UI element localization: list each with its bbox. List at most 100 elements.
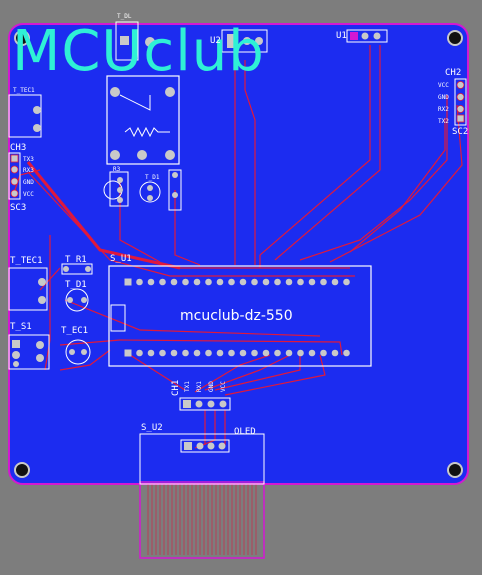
- d1-small: [139, 181, 161, 203]
- tec1-top-label: T_TEC1: [13, 87, 35, 94]
- mcu-pin-pad: [182, 278, 189, 286]
- mcu-pin-pad: [182, 349, 189, 357]
- ch3-pin-4: VCC: [23, 191, 34, 198]
- tec1-top-outline: [8, 94, 42, 138]
- ch2-header: [454, 78, 467, 126]
- ch1-pin-1: TX1: [184, 381, 191, 392]
- tr1-pads: [63, 266, 91, 272]
- board-title: mcuclub-dz-550: [180, 308, 293, 324]
- ts1-outline: [8, 334, 50, 370]
- mcu-pin-pad: [308, 278, 316, 286]
- td1-label: T_D1: [65, 280, 87, 290]
- mcu-pin-pad: [228, 278, 235, 286]
- u2-label: U2: [210, 36, 221, 46]
- su1-module: [108, 265, 372, 367]
- u1-label: U1: [336, 31, 347, 41]
- ch2-bottom-label: SC2: [452, 127, 469, 137]
- r3-pads: [117, 177, 123, 203]
- u1-pads: [350, 32, 381, 40]
- su1-small-chip: [110, 304, 126, 332]
- su1-label: S_U1: [110, 254, 132, 264]
- tec1b-label: T_EC1: [61, 326, 89, 336]
- mcu-pin-pad: [124, 278, 132, 286]
- tdl-pads: [120, 36, 155, 47]
- u2-connector: [221, 29, 268, 53]
- oled-label: OLED: [234, 427, 256, 437]
- mcu-pin-pad: [251, 278, 258, 286]
- pcb-board: [8, 23, 469, 485]
- mounting-holes: [14, 30, 463, 478]
- td1-pads: [67, 297, 87, 303]
- brand-logo: MCUclub: [12, 19, 265, 84]
- ts1-label: T_S1: [10, 322, 32, 332]
- oled-ribbon-lines: [147, 484, 257, 555]
- q-pads: [172, 172, 178, 198]
- mcu-pin-pad: [297, 349, 304, 357]
- mcu-pin-pad: [297, 278, 304, 286]
- u1-header: [346, 29, 388, 43]
- mcu-pin-pad: [147, 278, 155, 286]
- tec1-pads: [38, 278, 46, 304]
- mcu-pin-pad: [239, 349, 247, 357]
- ch1-pads: [183, 400, 227, 408]
- ch3-label: CH3: [10, 143, 27, 153]
- mcu-pin-pad: [274, 349, 281, 357]
- ch1-pin-4: VCC: [220, 381, 227, 392]
- tec1-top-pads: [33, 106, 41, 132]
- su2-oled: [139, 433, 265, 485]
- oled-header: [180, 439, 230, 453]
- d1-pads: [147, 185, 153, 201]
- tec1-label: T_TEC1: [10, 256, 43, 266]
- tr1-outline: [61, 263, 93, 275]
- r3-part: [109, 171, 129, 207]
- relay-pads: [110, 87, 175, 160]
- ch2-pin-2: GND: [438, 94, 449, 101]
- ch2-pin-4: TX2: [438, 118, 449, 125]
- mcu-pin-pad: [228, 349, 235, 357]
- mcu-pin-pad: [124, 349, 132, 357]
- mcu-pin-pad: [193, 278, 201, 286]
- mcu-pin-pad: [147, 349, 155, 357]
- relay-switch: [119, 94, 151, 111]
- mcu-pin-pad: [262, 349, 270, 357]
- ch1-pin-3: GND: [208, 381, 215, 392]
- mcu-pin-pad: [331, 349, 339, 357]
- tr1-label: T_R1: [65, 255, 87, 265]
- relay-coil: [124, 126, 170, 138]
- relay-body: [106, 75, 180, 165]
- ch3-pin-3: GND: [23, 179, 34, 186]
- ch1-header: [179, 397, 231, 411]
- bold-trace: [26, 161, 181, 270]
- su2-label: S_U2: [141, 423, 163, 433]
- mcu-pin-pad: [285, 278, 293, 286]
- tec1-outline: [8, 267, 48, 311]
- mcu-pin-pad: [274, 278, 281, 286]
- mcu-pin-pad: [239, 278, 247, 286]
- mcu-pin-pad: [193, 349, 201, 357]
- ch2-pads: [456, 81, 465, 123]
- traces: [14, 45, 463, 449]
- ch3-bottom-label: SC3: [10, 203, 27, 213]
- mcu-pin-pad: [320, 349, 327, 357]
- ts1-pads: [12, 340, 44, 367]
- ch3-header: [8, 152, 21, 200]
- mcu-pin-pad: [331, 278, 339, 286]
- q-part: [168, 169, 182, 211]
- mcu-pin-pad: [262, 278, 270, 286]
- mcu-pin-pad: [159, 349, 166, 357]
- ch1-label: CH1: [171, 379, 181, 396]
- oled-pads: [184, 442, 226, 450]
- mcu-pin-pad: [136, 349, 143, 357]
- tdl-outline: [115, 21, 139, 61]
- mcu-pin-pad: [170, 278, 178, 286]
- ch3-pads: [10, 154, 19, 198]
- ch2-pin-3: RX2: [438, 106, 449, 113]
- mcu-pin-pad: [343, 349, 350, 357]
- mcu-pin-pad: [205, 278, 212, 286]
- ch3-pin-1: TX3: [23, 156, 34, 163]
- mcu-pin-pad: [170, 349, 178, 357]
- mcu-pin-pad: [136, 278, 143, 286]
- mcu-pin-pad: [251, 349, 258, 357]
- su1-top-pins: [124, 278, 350, 286]
